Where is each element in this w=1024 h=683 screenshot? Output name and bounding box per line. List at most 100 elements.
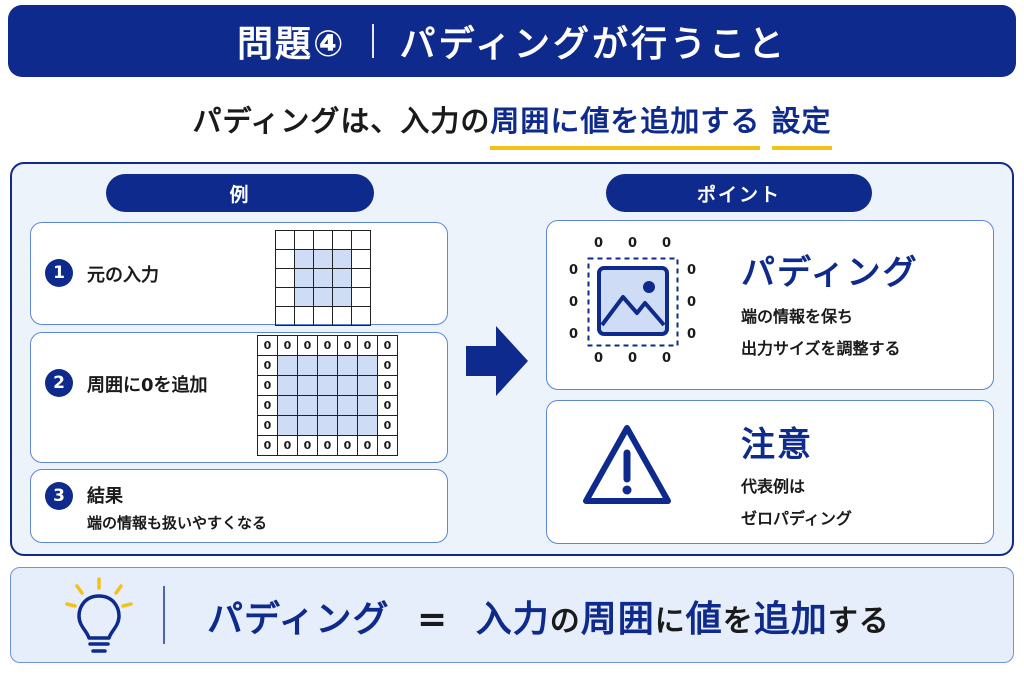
input-cell	[278, 396, 298, 416]
subtitle-highlight: 周囲に値を追加する	[490, 104, 761, 150]
summary-equals: =	[417, 599, 449, 640]
pad-zero: 0	[628, 236, 638, 251]
lightbulb-icon	[65, 577, 133, 653]
warning-icon	[583, 425, 671, 504]
caution-point-line2: ゼロパディング	[741, 509, 852, 528]
step-2-label: 周囲に0を追加	[87, 375, 208, 396]
header-number: 問題④	[237, 24, 346, 65]
right-arrow-icon	[466, 326, 528, 396]
pad-zero: 0	[662, 351, 672, 366]
input-cell	[278, 356, 298, 376]
input-cell	[278, 376, 298, 396]
pad-zero: 0	[687, 327, 697, 342]
step-1-number: 1	[45, 259, 73, 287]
zero-pad-cell: 0	[378, 436, 398, 456]
input-cell	[338, 376, 358, 396]
summary-e: に	[654, 604, 686, 639]
input-cell	[338, 396, 358, 416]
zero-pad-cell: 0	[338, 436, 358, 456]
point-pill: ポイント	[606, 174, 872, 212]
step-3-number: 3	[45, 482, 73, 510]
pad-zero: 0	[569, 327, 579, 342]
summary-c: の	[549, 604, 581, 639]
summary-text: パディング = 入力の周囲に値を追加する	[207, 590, 890, 642]
zero-pad-cell: 0	[338, 336, 358, 356]
step-3-description: 端の情報も扱いやすくなる	[87, 514, 268, 532]
summary-a: パディング	[207, 599, 390, 640]
pad-zero: 0	[687, 263, 697, 278]
pad-zero: 0	[594, 236, 604, 251]
zero-pad-cell: 0	[278, 336, 298, 356]
input-cell	[338, 356, 358, 376]
pad-zero: 0	[687, 295, 697, 310]
input-cell	[358, 356, 378, 376]
zero-pad-cell: 0	[258, 396, 278, 416]
zero-pad-cell: 0	[318, 336, 338, 356]
input-cell	[298, 356, 318, 376]
subtitle-part1: パディングは、入力の	[192, 104, 491, 138]
step-3-label: 結果	[87, 486, 123, 507]
zero-pad-cell: 0	[378, 336, 398, 356]
zero-pad-cell: 0	[358, 436, 378, 456]
step-1-label: 元の入力	[87, 265, 159, 286]
step-2-number: 2	[45, 369, 73, 397]
subtitle-part3: 設定	[771, 104, 832, 150]
summary-b: 入力	[475, 599, 550, 640]
pad-zero: 0	[594, 351, 604, 366]
example-pill: 例	[106, 174, 374, 212]
header-divider	[371, 24, 374, 58]
zero-pad-cell: 0	[258, 436, 278, 456]
summary-g: を	[722, 604, 754, 639]
header-bar: 問題④ パディングが行うこと	[8, 5, 1016, 77]
input-cell	[338, 416, 358, 436]
padding-point-card: 0 0 0 0 0 0 0 0 0 0 0 0 パディング 端の情報を保ち 出力…	[546, 220, 994, 390]
padding-point-line2: 出力サイズを調整する	[741, 339, 901, 358]
zero-pad-cell: 0	[298, 436, 318, 456]
summary-h: 追加	[753, 599, 828, 640]
pad-zero: 0	[662, 236, 672, 251]
zero-pad-cell: 0	[378, 356, 398, 376]
input-cell	[298, 376, 318, 396]
summary-divider	[163, 586, 165, 644]
summary-d: 周囲	[580, 599, 655, 640]
summary-f: 値	[685, 599, 723, 640]
caution-point-line1: 代表例は	[741, 477, 806, 496]
input-cell	[318, 376, 338, 396]
zero-pad-cell: 0	[298, 336, 318, 356]
caution-point-title: 注意	[741, 425, 813, 465]
zero-pad-cell: 0	[358, 336, 378, 356]
input-cell	[358, 396, 378, 416]
input-cell	[318, 356, 338, 376]
header-title: パディングが行うこと	[399, 24, 787, 65]
input-cell	[278, 416, 298, 436]
step-1-card: 1 元の入力	[30, 222, 448, 326]
summary-bar: パディング = 入力の周囲に値を追加する	[10, 567, 1014, 663]
original-input-grid	[275, 230, 371, 326]
subtitle: パディングは、入力の周囲に値を追加する 設定	[0, 98, 1024, 150]
pad-zero: 0	[628, 351, 638, 366]
pad-zero: 0	[569, 295, 579, 310]
zero-pad-cell: 0	[378, 376, 398, 396]
image-icon	[587, 257, 679, 347]
input-cell	[298, 396, 318, 416]
summary-i: する	[827, 604, 890, 639]
input-cell	[298, 416, 318, 436]
input-cell	[358, 416, 378, 436]
zero-pad-cell: 0	[318, 436, 338, 456]
zero-pad-cell: 0	[258, 376, 278, 396]
padding-point-line1: 端の情報を保ち	[741, 307, 854, 326]
zero-pad-cell: 0	[258, 416, 278, 436]
zero-pad-cell: 0	[378, 396, 398, 416]
zero-pad-cell: 0	[258, 356, 278, 376]
input-cell	[318, 396, 338, 416]
zero-pad-cell: 0	[278, 436, 298, 456]
caution-point-card: 注意 代表例は ゼロパディング	[546, 400, 994, 544]
input-cell	[358, 376, 378, 396]
step-3-card: 3 結果 端の情報も扱いやすくなる	[30, 469, 448, 543]
pad-zero: 0	[569, 263, 579, 278]
zero-pad-cell: 0	[378, 416, 398, 436]
input-cell	[318, 416, 338, 436]
